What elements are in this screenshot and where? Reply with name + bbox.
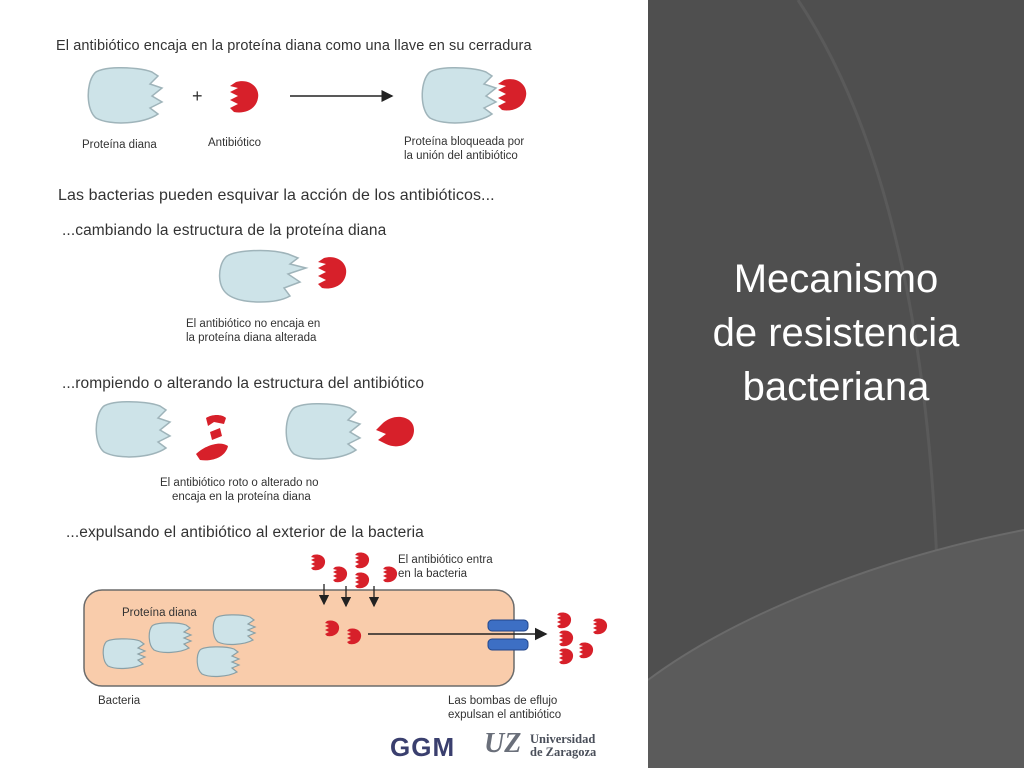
panel-background-curves xyxy=(648,0,1024,768)
label-antibiotic: Antibiótico xyxy=(208,137,262,149)
antibiotic-shape xyxy=(230,81,259,113)
section3-heading: ...rompiendo o alterando la estructura d… xyxy=(62,375,425,392)
small-protein-shape xyxy=(148,622,192,654)
caption-line: El antibiótico roto o alterado no xyxy=(160,477,319,489)
label-line: Las bombas de eflujo xyxy=(448,695,558,707)
small-antibiotic-shape xyxy=(355,572,370,589)
small-antibiotic-shape xyxy=(557,612,572,629)
protein-diana-shape xyxy=(87,66,163,124)
label-line: El antibiótico entra xyxy=(398,554,493,566)
label-blocked-protein: Proteína bloqueada por la unión del anti… xyxy=(404,135,524,163)
logo-line: Universidad xyxy=(530,732,596,746)
diagram-panel: El antibiótico encaja en la proteína dia… xyxy=(56,38,608,762)
label-line: expulsan el antibiótico xyxy=(448,709,562,721)
title-line: bacteriana xyxy=(742,365,930,409)
small-antibiotic-shape xyxy=(333,566,348,583)
protein-diana-shape xyxy=(95,400,171,458)
small-antibiotic-shape xyxy=(355,552,370,569)
section2-caption: El antibiótico no encaja en la proteína … xyxy=(186,317,320,345)
label-protein-diana-bacteria: Proteína diana xyxy=(122,607,197,619)
title-line: de resistencia xyxy=(712,311,960,355)
label-bacteria: Bacteria xyxy=(98,695,141,707)
plus-sign: + xyxy=(192,86,203,106)
altered-protein-shape xyxy=(218,249,309,303)
small-antibiotic-shape xyxy=(559,648,574,665)
uz-logo-text: Universidad de Zaragoza xyxy=(530,733,596,759)
label-line: la unión del antibiótico xyxy=(404,150,518,162)
altered-antibiotic-shape xyxy=(376,416,414,447)
caption-line: El antibiótico no encaja en xyxy=(186,318,321,330)
bound-antibiotic-shape xyxy=(498,79,527,111)
title-line: Mecanismo xyxy=(733,257,939,301)
antibiotic-shape xyxy=(318,257,347,289)
small-protein-shape xyxy=(212,614,256,646)
broken-antibiotic-bottom xyxy=(196,443,228,461)
logo-line: de Zaragoza xyxy=(530,745,597,759)
label-line: en la bacteria xyxy=(398,568,468,580)
efflux-pump-bottom xyxy=(487,638,529,651)
broken-antibiotic-top xyxy=(206,415,226,426)
broken-antibiotic-mid xyxy=(210,428,222,440)
small-antibiotic-shape xyxy=(559,630,574,647)
label-efflux-pumps: Las bombas de eflujo expulsan el antibió… xyxy=(448,694,561,722)
title-panel: Mecanismo de resistencia bacteriana xyxy=(648,0,1024,768)
intro-heading: Las bacterias pueden esquivar la acción … xyxy=(58,187,495,204)
caption-line: la proteína diana alterada xyxy=(186,332,317,344)
small-antibiotic-shape xyxy=(383,566,398,583)
resistance-diagram xyxy=(83,66,608,687)
caption-line: encaja en la proteína diana xyxy=(172,491,311,503)
small-antibiotic-shape xyxy=(311,554,326,571)
label-antibiotic-enters: El antibiótico entra en la bacteria xyxy=(398,553,493,581)
section2-heading: ...cambiando la estructura de la proteín… xyxy=(62,222,387,239)
small-antibiotic-shape xyxy=(579,642,594,659)
small-antibiotic-shape xyxy=(593,618,608,635)
section3-caption: El antibiótico roto o alterado no encaja… xyxy=(160,476,319,504)
label-line: Proteína bloqueada por xyxy=(404,136,525,148)
protein-diana-shape xyxy=(285,402,361,460)
bacteria-cell xyxy=(83,589,515,687)
ggm-logo: GGM xyxy=(390,732,456,762)
uz-logo-mark: UZ xyxy=(484,728,522,759)
section4-heading: ...expulsando el antibiótico al exterior… xyxy=(66,524,424,541)
slide-title: Mecanismo de resistencia bacteriana xyxy=(648,252,1024,414)
small-protein-shape xyxy=(102,638,146,670)
section1-heading: El antibiótico encaja en la proteína dia… xyxy=(56,38,532,54)
small-protein-shape xyxy=(196,646,240,678)
blocked-protein-shape xyxy=(421,66,497,124)
label-protein-diana: Proteína diana xyxy=(82,139,157,151)
efflux-pump-top xyxy=(487,619,529,632)
